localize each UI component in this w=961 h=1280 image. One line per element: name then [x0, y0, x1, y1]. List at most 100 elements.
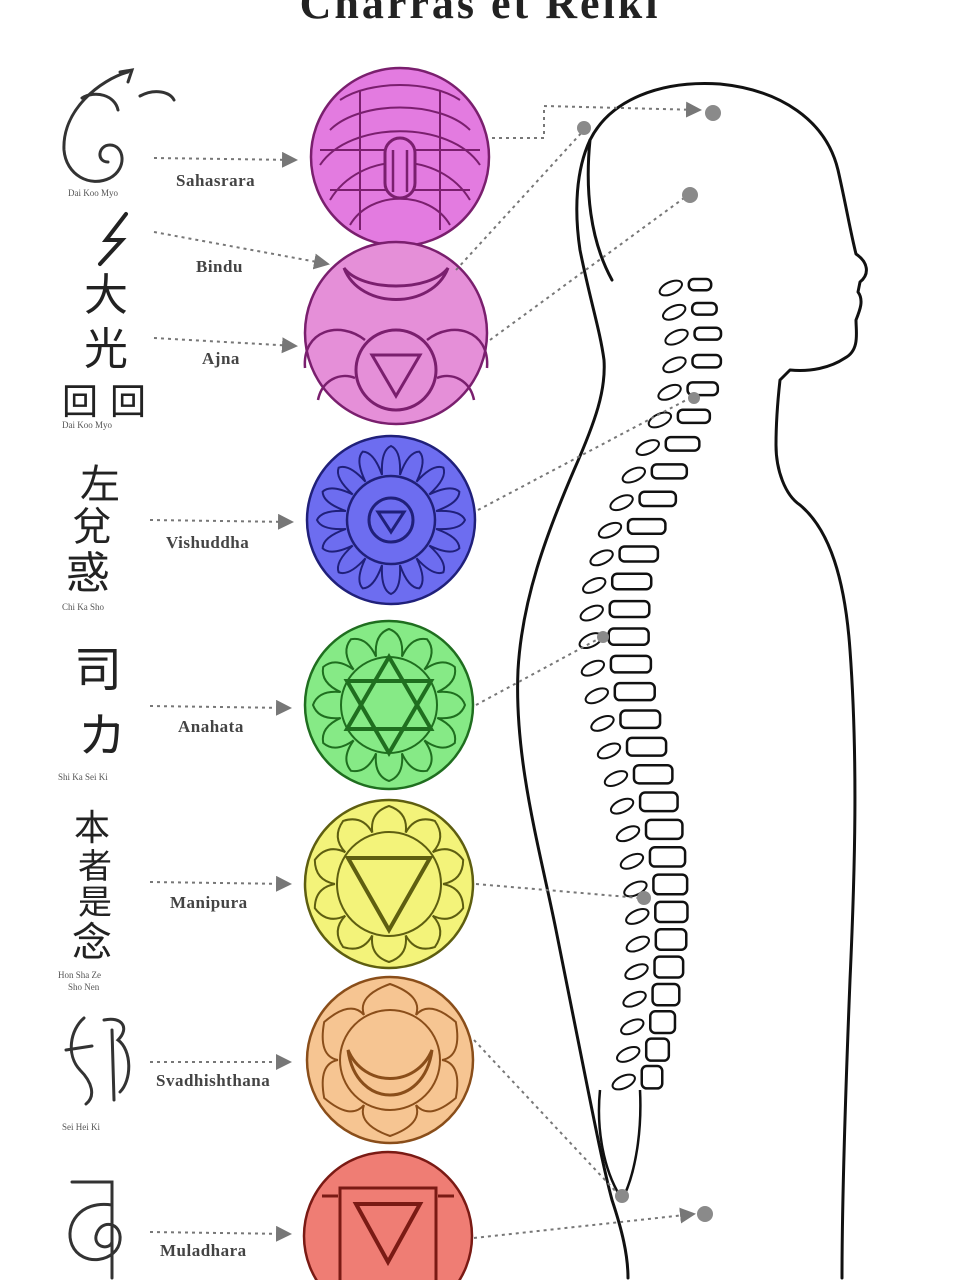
- lotus-petal: [415, 465, 446, 496]
- chakra-anahata: [303, 619, 475, 791]
- connector-sahasrara: [492, 101, 702, 139]
- lotus-petal: [345, 739, 377, 773]
- vertebra: [640, 1064, 664, 1090]
- symbol-arrows: [149, 151, 330, 1242]
- vertebra-process: [658, 279, 683, 297]
- vertebra-process: [584, 687, 609, 705]
- chakra-circle-manipura: [303, 798, 475, 970]
- vertebra-process: [625, 908, 650, 925]
- label-ajna: Ajna: [202, 349, 240, 368]
- lotus-petal: [432, 848, 465, 885]
- kanji-myo-1: 回: [62, 382, 98, 423]
- vertebra: [649, 1010, 677, 1035]
- chakra-circle-ajna: [303, 240, 489, 426]
- vertebra: [626, 517, 667, 536]
- arrow-manipura: [149, 875, 292, 892]
- vertebra: [638, 490, 678, 508]
- lotus-petal: [404, 915, 442, 950]
- symbol-caption: Dai Koo Myo: [68, 188, 118, 198]
- lotus-petal: [415, 1059, 459, 1113]
- point-throat: [688, 392, 700, 404]
- symbol-caption: Shi Ka Sei Ki: [58, 772, 108, 782]
- lotus-petal: [401, 637, 433, 671]
- vertebra: [653, 955, 685, 979]
- vertebra: [610, 572, 653, 591]
- connector-anahata: [475, 637, 601, 706]
- chikasho-kanji: 左 兌 惑 Chi Ka Sho: [62, 462, 120, 612]
- vertebra: [648, 845, 687, 868]
- vertebra-process: [620, 1018, 645, 1036]
- vertebra-process: [635, 439, 660, 456]
- kanji-nen: 念: [72, 920, 112, 966]
- vertebra-process: [625, 935, 650, 953]
- lotus-petal: [358, 450, 383, 483]
- lotus-petal: [374, 627, 404, 657]
- kanji-dai: 大: [84, 270, 128, 321]
- point-heart: [597, 631, 609, 643]
- lotus-petal: [361, 1104, 419, 1138]
- lotus-petal: [437, 690, 467, 720]
- chokurei-symbol: [68, 1180, 122, 1280]
- label-sahasrara: Sahasrara: [176, 171, 255, 190]
- arrow-bindu: [153, 231, 330, 270]
- connector-svadhishthana: [473, 1039, 621, 1197]
- arrow-vishuddha: [149, 513, 294, 530]
- lotus-petal: [358, 557, 383, 590]
- vertebra-process: [603, 770, 629, 787]
- vertebra: [608, 599, 651, 619]
- lotus-petal: [336, 915, 374, 950]
- chakra-circle-svadhishthana: [305, 975, 475, 1145]
- lotus-petal: [370, 804, 408, 833]
- lotus-petal: [399, 557, 424, 590]
- chakra-circle-vishuddha: [305, 434, 477, 606]
- lotus-petal: [380, 565, 402, 596]
- vertebra: [676, 408, 712, 425]
- vertebra: [652, 873, 689, 896]
- vertebra-process: [580, 659, 606, 677]
- lotus-petal: [399, 450, 424, 483]
- label-anahata: Anahata: [178, 717, 244, 736]
- lotus-petal: [321, 528, 354, 553]
- label-manipura: Manipura: [170, 893, 248, 912]
- symbol-column: Dai Koo Myo 大 光 回 回 Dai Koo Myo 左 兌 惑 Ch…: [58, 68, 176, 1280]
- daikomyo-symbol: Dai Koo Myo: [62, 68, 176, 198]
- vertebra: [650, 463, 689, 480]
- lotus-petal: [321, 661, 355, 693]
- lotus-petal: [374, 753, 404, 783]
- vertebra-process: [616, 1045, 641, 1063]
- vertebra: [664, 435, 701, 452]
- lotus-petal: [315, 509, 346, 531]
- lotus-petal: [313, 848, 346, 885]
- vertebra-process: [611, 1073, 636, 1091]
- kanji-sho: 惑: [66, 548, 110, 599]
- kanji-ko: 光: [84, 324, 128, 375]
- lotus-petal: [401, 739, 433, 773]
- vertebra: [613, 681, 656, 702]
- vertebra: [687, 277, 713, 292]
- point-third-eye: [682, 187, 698, 203]
- vertebra: [690, 301, 718, 316]
- chakra-labels: Sahasrara Bindu Ajna Vishuddha Anahata M…: [156, 171, 270, 1260]
- lotus-petal: [321, 717, 355, 749]
- lotus-petal: [428, 487, 461, 512]
- symbol-caption: Sei Hei Ki: [62, 1122, 100, 1132]
- vertebra-process: [664, 328, 689, 346]
- arrow-sahasrara: [153, 151, 298, 168]
- vertebra-process: [657, 383, 682, 401]
- vertebra: [619, 709, 662, 730]
- vertebra-process: [624, 963, 649, 981]
- kanji-chi: 左: [80, 462, 120, 508]
- vertebra-process: [609, 494, 634, 512]
- honshaze-kanji: 本 者 是 念 Hon Sha Ze Sho Nen: [58, 808, 112, 992]
- vertebra: [644, 818, 684, 841]
- seiheiki-symbol: Sei Hei Ki: [62, 1016, 131, 1132]
- vertebra: [618, 545, 660, 563]
- arrow-ajna: [153, 337, 298, 354]
- vertebra-process: [622, 990, 647, 1008]
- lotus-petal: [313, 883, 346, 920]
- lotus-petal: [415, 1007, 459, 1061]
- lotus-petal: [345, 637, 377, 671]
- chakra-svadhishthana: [305, 975, 475, 1145]
- lotus-petal: [336, 465, 367, 496]
